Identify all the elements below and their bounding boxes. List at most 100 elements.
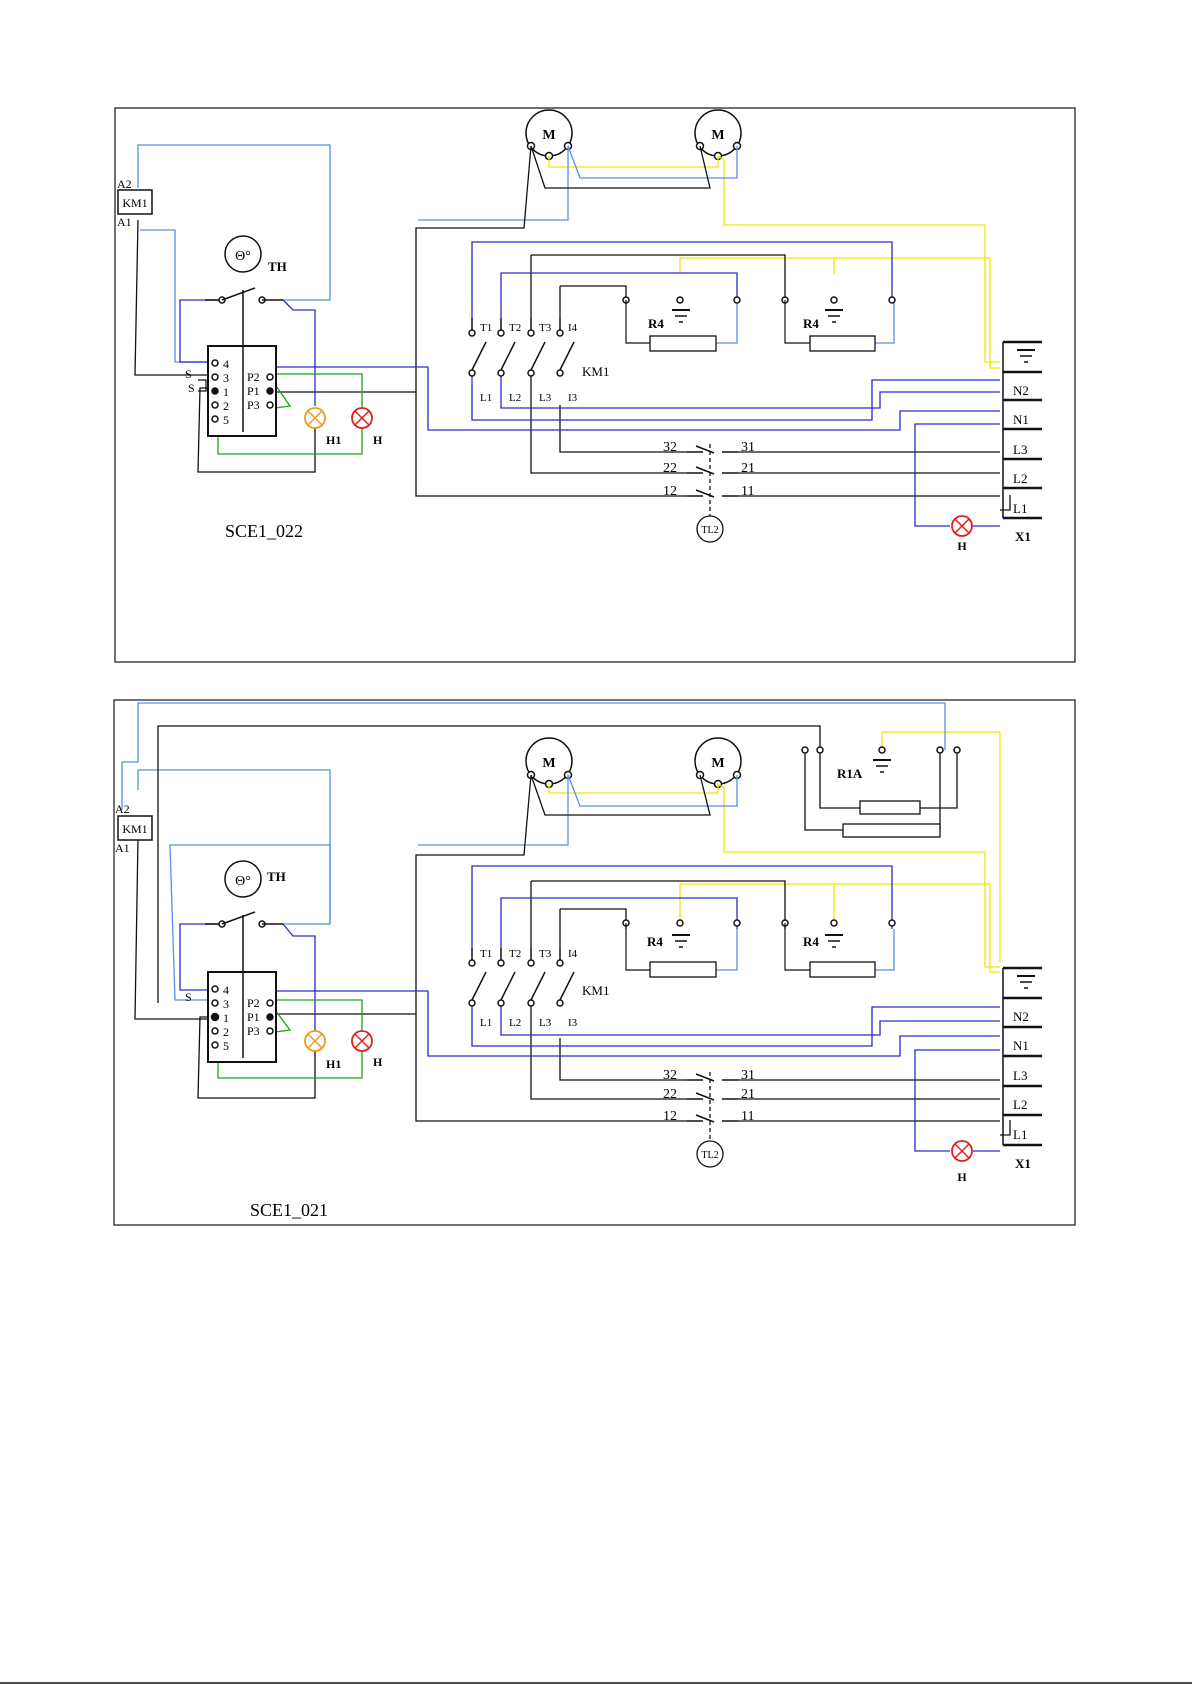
wires [122, 703, 1010, 1151]
terminal-l1: L1 [1013, 501, 1027, 516]
contactor-bottom-l3: L3 [539, 1017, 552, 1029]
contactor-bottom-i3: I3 [568, 1017, 578, 1029]
switch-left-32: 32 [663, 440, 677, 455]
switch-left-12: 12 [663, 484, 677, 499]
switch-tl2: TL2 32 22 12 31 21 11 [663, 1068, 755, 1167]
resistor-r4-1: R4 [623, 920, 740, 977]
contactor-top-t2: T2 [509, 948, 521, 960]
bottom-lamp-h-label: H [957, 1170, 967, 1184]
s-label-1: S [185, 990, 192, 1004]
contactor-bottom-l2: L2 [509, 1017, 521, 1029]
diagram-frame [114, 700, 1075, 1225]
switch-right-31: 31 [741, 1068, 755, 1083]
resistor-r1a-label: R1A [837, 766, 863, 781]
diagram-caption: SCE1_022 [225, 521, 303, 541]
motor-2-label: M [711, 128, 724, 143]
terminal-n1: N1 [1013, 412, 1029, 427]
terminal-l3: L3 [1013, 1068, 1027, 1083]
motor-1-label: M [542, 128, 555, 143]
terminal-n2: N2 [1013, 1009, 1029, 1024]
terminal-n2: N2 [1013, 383, 1029, 398]
contactor-top-i4: I4 [568, 948, 578, 960]
selector-pin-5: 5 [223, 413, 229, 427]
selector-pin-p3: P3 [247, 1024, 260, 1038]
terminal-l2: L2 [1013, 1097, 1027, 1112]
contactor-top-t3: T3 [539, 948, 552, 960]
resistor-r1a: R1A [802, 747, 960, 837]
terminal-block-x1: N2 N1 L3 L2 L1 X1 [1003, 968, 1042, 1171]
selector-pin-1: 1 [223, 385, 229, 399]
selector-pin-2: 2 [223, 399, 229, 413]
selector-pin-p2: P2 [247, 996, 260, 1010]
selector-pin-p1: P1 [247, 1010, 260, 1024]
lamp-h1: H1 [305, 408, 341, 447]
bottom-lamp-h-label: H [957, 539, 967, 553]
resistor-r4-1-label: R4 [647, 934, 663, 949]
switch-tl2: TL2 32 22 12 31 21 11 [663, 440, 755, 542]
selector-pin-1: 1 [223, 1011, 229, 1025]
switch-right-11: 11 [741, 1109, 754, 1124]
lamp-h1: H1 [305, 1031, 341, 1071]
s-label-1: S [185, 367, 192, 381]
terminal-n1: N1 [1013, 1038, 1029, 1053]
resistor-r4-1-label: R4 [648, 316, 664, 331]
contactor-top-t1: T1 [480, 322, 492, 334]
lamp-h1-label: H1 [326, 433, 341, 447]
bottom-lamp-h: H [952, 516, 972, 553]
diagram-sce1-021: M M [114, 700, 1075, 1225]
lamp-h: H [352, 408, 383, 447]
switch-right-21: 21 [741, 1087, 755, 1102]
selector-pin-4: 4 [223, 357, 229, 371]
contactor-bottom-l1: L1 [480, 392, 492, 404]
coil-a2-label: A2 [117, 177, 132, 191]
coil-a1-label: A1 [117, 215, 132, 229]
selector-pin-p3: P3 [247, 398, 260, 412]
switch-right-21: 21 [741, 461, 755, 476]
switch-name: TL2 [701, 525, 718, 536]
terminal-block-label: X1 [1015, 1156, 1031, 1171]
motor-2-label: M [711, 756, 724, 771]
switch-left-32: 32 [663, 1068, 677, 1083]
terminal-block-label: X1 [1015, 529, 1031, 544]
coil-km1: KM1 A2 A1 [115, 802, 152, 855]
contactor-name: KM1 [582, 983, 609, 998]
selector-pin-4: 4 [223, 983, 229, 997]
coil-km1: KM1 A2 A1 [117, 177, 152, 229]
diagram-sce1-022: M M [115, 108, 1075, 662]
terminal-l1: L1 [1013, 1127, 1027, 1142]
switch-left-22: 22 [663, 1087, 677, 1102]
coil-km1-label: KM1 [122, 822, 147, 836]
terminal-l3: L3 [1013, 442, 1027, 457]
thermostat-label: TH [268, 259, 287, 274]
bottom-lamp-h: H [952, 1141, 972, 1184]
selector-pin-p2: P2 [247, 370, 260, 384]
switch-right-31: 31 [741, 440, 755, 455]
coil-a2-label: A2 [115, 802, 130, 816]
contactor-top-t2: T2 [509, 322, 521, 334]
resistor-r4-2-label: R4 [803, 934, 819, 949]
resistor-r4-2-label: R4 [803, 316, 819, 331]
diagram-caption: SCE1_021 [250, 1200, 328, 1220]
selector-pin-3: 3 [223, 371, 229, 385]
coil-a1-label: A1 [115, 841, 130, 855]
lamp-h: H [352, 1031, 383, 1069]
thermostat-symbol: Θ° [235, 249, 251, 264]
switch-left-12: 12 [663, 1109, 677, 1124]
contactor-bottom-l2: L2 [509, 392, 521, 404]
contactor-bottom-l3: L3 [539, 392, 552, 404]
thermostat-label: TH [267, 869, 286, 884]
selector-pin-2: 2 [223, 1025, 229, 1039]
lamp-h-label: H [373, 1055, 383, 1069]
switch-right-11: 11 [741, 484, 754, 499]
terminal-l2: L2 [1013, 471, 1027, 486]
s-label-2: S [188, 381, 195, 395]
coil-km1-label: KM1 [122, 196, 147, 210]
contactor-name: KM1 [582, 364, 609, 379]
contactor-top-t3: T3 [539, 322, 552, 334]
contactor-bottom-i3: I3 [568, 392, 578, 404]
motor-1-label: M [542, 756, 555, 771]
switch-left-22: 22 [663, 461, 677, 476]
switch-name: TL2 [701, 1150, 718, 1161]
contactor-bottom-l1: L1 [480, 1017, 492, 1029]
